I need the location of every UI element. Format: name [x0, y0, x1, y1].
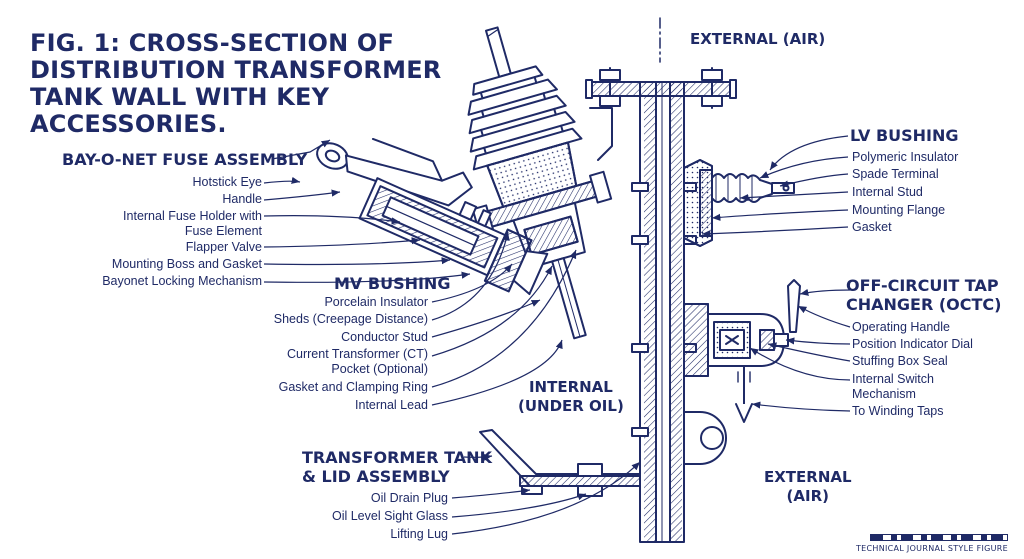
lid-flange [585, 67, 737, 109]
leader-lines [263, 135, 851, 535]
label-text: To Winding Taps [852, 404, 944, 418]
bay-o-net-heading-text: BAY-O-NET FUSE ASSEMBLY [62, 150, 308, 169]
label-text: Internal Fuse Holder with [123, 209, 262, 223]
bay-o-net-heading: BAY-O-NET FUSE ASSEMBLY [62, 150, 307, 169]
title-line: TANK WALL WITH KEY [30, 83, 330, 111]
label-bayonet-locking: Bayonet Locking Mechanism [102, 274, 262, 289]
tank-wall [639, 81, 685, 543]
label-text: Lifting Lug [390, 527, 448, 541]
label-oil-drain-plug: Oil Drain Plug [371, 491, 448, 506]
label-stuffing-box-seal: Stuffing Box Seal [852, 354, 948, 369]
bay-o-net-assembly [316, 137, 549, 296]
label-text: Flapper Valve [185, 240, 262, 254]
region-external-bottom-line: (AIR) [786, 487, 829, 505]
label-text: Conductor Stud [341, 330, 428, 344]
tank-heading: TRANSFORMER TANK & LID ASSEMBLY [302, 448, 492, 486]
region-internal: INTERNAL (UNDER OIL) [518, 378, 624, 416]
lv-bushing-heading: LV BUSHING [850, 126, 959, 145]
lv-bushing [683, 159, 795, 247]
label-internal-switch: Internal Switch Mechanism [852, 372, 934, 402]
label-internal-stud: Internal Stud [852, 185, 923, 200]
label-spade-terminal: Spade Terminal [852, 167, 939, 182]
label-text: Stuffing Box Seal [852, 354, 948, 368]
label-text: Gasket [852, 220, 892, 234]
label-text: Operating Handle [852, 320, 950, 334]
label-flapper-valve: Flapper Valve [186, 240, 262, 255]
region-external-bottom-line: EXTERNAL [764, 468, 852, 486]
label-text: Internal Stud [852, 185, 923, 199]
mv-bushing-heading-text: MV BUSHING [334, 274, 451, 293]
label-hotstick-eye: Hotstick Eye [193, 175, 262, 190]
label-lifting-lug: Lifting Lug [390, 527, 448, 542]
label-gasket: Gasket [852, 220, 892, 235]
label-internal-fuse-holder: Internal Fuse Holder with Fuse Element [123, 209, 262, 239]
footer-caption: TECHNICAL JOURNAL STYLE FIGURE [855, 544, 1008, 553]
bottom-flange [479, 429, 641, 497]
label-text: Hotstick Eye [192, 175, 262, 189]
title-line: DISTRIBUTION TRANSFORMER [30, 56, 442, 84]
label-text: Internal Lead [355, 398, 428, 412]
label-text: Sheds (Creepage Distance) [273, 312, 428, 326]
label-text: Gasket and Clamping Ring [278, 380, 428, 394]
label-mounting-boss: Mounting Boss and Gasket [112, 257, 262, 272]
region-internal-line: (UNDER OIL) [518, 397, 624, 415]
title-line: FIG. 1: CROSS-SECTION OF [30, 29, 395, 57]
region-external-bottom: EXTERNAL (AIR) [764, 468, 852, 506]
octc-heading: OFF-CIRCUIT TAP CHANGER (OCTC) [846, 276, 1001, 314]
label-text: Internal Switch [852, 372, 934, 386]
scale-bar [870, 534, 1008, 541]
label-handle: Handle [222, 192, 262, 207]
label-text: Oil Level Sight Glass [331, 509, 448, 523]
label-gasket-clamping-ring: Gasket and Clamping Ring [279, 380, 428, 395]
label-text: Pocket (Optional) [331, 362, 428, 376]
label-polymeric-insulator: Polymeric Insulator [852, 150, 958, 165]
label-text: Mounting Flange [852, 203, 946, 217]
label-text: Polymeric Insulator [852, 150, 959, 164]
octc-heading-line: OFF-CIRCUIT TAP [846, 276, 999, 295]
label-text: Mechanism [852, 387, 916, 401]
label-to-winding-taps: To Winding Taps [852, 404, 944, 419]
label-text: Porcelain Insulator [324, 295, 428, 309]
tank-heading-line: & LID ASSEMBLY [302, 467, 450, 486]
label-ct-pocket: Current Transformer (CT) Pocket (Optiona… [287, 347, 428, 377]
octc-assembly [683, 279, 801, 423]
tank-heading-line: TRANSFORMER TANK [302, 448, 492, 467]
label-position-indicator: Position Indicator Dial [852, 337, 973, 352]
label-mounting-flange: Mounting Flange [852, 203, 945, 218]
region-external-top: EXTERNAL (AIR) [690, 30, 825, 49]
label-oil-level-sight-glass: Oil Level Sight Glass [332, 509, 448, 524]
octc-heading-line: CHANGER (OCTC) [846, 295, 1002, 314]
region-internal-line: INTERNAL [528, 378, 613, 396]
label-text: Spade Terminal [852, 167, 939, 181]
title-line: ACCESSORIES. [30, 110, 227, 138]
label-porcelain-insulator: Porcelain Insulator [324, 295, 428, 310]
label-text: Mounting Boss and Gasket [111, 257, 262, 271]
label-conductor-stud: Conductor Stud [341, 330, 428, 345]
region-external-top-text: EXTERNAL (AIR) [690, 30, 826, 48]
lv-bushing-heading-text: LV BUSHING [850, 126, 959, 145]
label-text: Current Transformer (CT) [287, 347, 428, 361]
label-text: Bayonet Locking Mechanism [102, 274, 262, 288]
label-text: Position Indicator Dial [852, 337, 973, 351]
lifting-lug [683, 411, 727, 465]
label-text: Handle [222, 192, 262, 206]
label-operating-handle: Operating Handle [852, 320, 950, 335]
figure-title: FIG. 1: CROSS-SECTION OF DISTRIBUTION TR… [30, 29, 442, 138]
label-internal-lead: Internal Lead [355, 398, 428, 413]
label-text: Oil Drain Plug [370, 491, 448, 505]
label-text: Fuse Element [184, 224, 262, 238]
label-sheds: Sheds (Creepage Distance) [274, 312, 428, 327]
mv-bushing-heading: MV BUSHING [334, 274, 450, 293]
